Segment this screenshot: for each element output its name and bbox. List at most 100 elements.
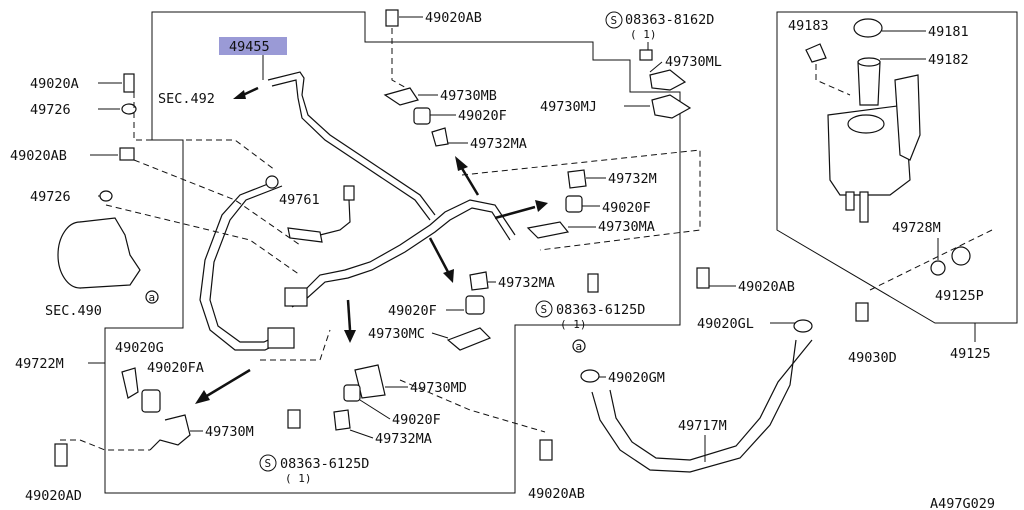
- highlight-box: [219, 37, 287, 55]
- label-49730MB[interactable]: 49730MB: [440, 88, 497, 104]
- label-08363-6125D-b[interactable]: 08363-6125D: [280, 456, 369, 472]
- clip-49732M: [567, 169, 587, 189]
- label-49732M[interactable]: 49732M: [608, 171, 657, 187]
- label-08363-8162D[interactable]: 08363-8162D: [625, 12, 714, 28]
- dash-d: [260, 329, 331, 361]
- label-49722M[interactable]: 49722M: [15, 356, 64, 372]
- label-49020GL[interactable]: 49020GL: [697, 316, 754, 332]
- label-49732MA-a[interactable]: 49732MA: [470, 136, 527, 152]
- qty-8162D: ( 1): [630, 28, 657, 41]
- s-symbol-8162D: [605, 11, 623, 29]
- arrowhead: [535, 200, 548, 212]
- label-49730M[interactable]: 49730M: [205, 424, 254, 440]
- bracket-49730MJ: [651, 94, 692, 119]
- arrowhead: [344, 330, 356, 343]
- clamp-hose-2: [267, 327, 295, 349]
- clamp-49020GL: [793, 319, 813, 333]
- label-49125[interactable]: 49125: [950, 346, 991, 362]
- bracket-49730MC: [446, 327, 492, 351]
- dash-f: [815, 64, 851, 96]
- label-49125P[interactable]: 49125P: [935, 288, 984, 304]
- label-49020F-b[interactable]: 49020F: [602, 200, 651, 216]
- label-49726-a[interactable]: 49726: [30, 102, 71, 118]
- arrowhead: [455, 156, 468, 171]
- reservoir-port-b: [859, 191, 869, 223]
- leader-49732MA-c: [349, 429, 374, 439]
- label-49020F-a[interactable]: 49020F: [458, 108, 507, 124]
- label-49717M[interactable]: 49717M: [678, 418, 727, 434]
- label-49182[interactable]: 49182: [928, 52, 969, 68]
- label-49183[interactable]: 49183: [788, 18, 829, 34]
- label-sec492[interactable]: SEC.492: [158, 91, 215, 107]
- pressure-hose-left-b: [209, 185, 284, 343]
- reservoir-port-a: [845, 191, 855, 211]
- pressure-line-upper-b: [271, 79, 431, 221]
- label-49730MD[interactable]: 49730MD: [410, 380, 467, 396]
- bolt-49020AD: [54, 443, 68, 467]
- cap-49181: [853, 18, 883, 38]
- s-symbol-6125D-a: [535, 300, 553, 318]
- leader-49730ML: [649, 61, 663, 73]
- arrowhead: [233, 90, 246, 99]
- clamp-49020GM: [580, 369, 600, 383]
- s-symbol-6125D-b: [259, 454, 277, 472]
- dash-a: [133, 92, 276, 171]
- return-hose-inner: [609, 339, 813, 461]
- label-sec490[interactable]: SEC.490: [45, 303, 102, 319]
- callout-a-left: a: [149, 291, 156, 304]
- reservoir-frame: [776, 11, 1018, 324]
- pump-body: [79, 217, 141, 289]
- clip-49732MA-c: [333, 409, 351, 431]
- label-49020AD[interactable]: 49020AD: [25, 488, 82, 504]
- qty-6125D-a: ( 1): [560, 318, 587, 331]
- label-49030D[interactable]: 49030D: [848, 350, 897, 366]
- label-49730MA[interactable]: 49730MA: [598, 219, 655, 235]
- return-hose-outer: [591, 339, 797, 473]
- label-49020FA[interactable]: 49020FA: [147, 360, 204, 376]
- leader-49020F-d: [359, 399, 391, 420]
- label-49181[interactable]: 49181: [928, 24, 969, 40]
- qty-6125D-b: ( 1): [285, 472, 312, 485]
- sensor-wire: [319, 199, 351, 236]
- label-49020AB-left[interactable]: 49020AB: [10, 148, 67, 164]
- clip-49732MA-b: [469, 271, 489, 291]
- bolt-49030D: [855, 302, 869, 322]
- label-49020G[interactable]: 49020G: [115, 340, 164, 356]
- label-49020F-c[interactable]: 49020F: [388, 303, 437, 319]
- label-49761[interactable]: 49761: [279, 192, 320, 208]
- label-49020F-d[interactable]: 49020F: [392, 412, 441, 428]
- leader-49730MC: [431, 332, 449, 339]
- callout-a-right: a: [576, 340, 583, 353]
- arrow-down: [346, 299, 352, 331]
- label-49020GM[interactable]: 49020GM: [608, 370, 665, 386]
- label-49020AB-top[interactable]: 49020AB: [425, 10, 482, 26]
- label-49732MA-c[interactable]: 49732MA: [375, 431, 432, 447]
- arrow-down-right: [428, 237, 450, 273]
- arrowhead: [443, 269, 454, 283]
- bolt-49020AB-mid: [696, 267, 710, 289]
- arrow-49730M: [204, 368, 251, 399]
- label-49455[interactable]: 49455: [229, 39, 270, 55]
- label-49732MA-b[interactable]: 49732MA: [498, 275, 555, 291]
- bolt-49020A: [123, 73, 135, 93]
- label-49730MJ[interactable]: 49730MJ: [540, 99, 597, 115]
- reservoir-filler: [847, 114, 885, 134]
- label-49730ML[interactable]: 49730ML: [665, 54, 722, 70]
- pressure-line-mid-b: [291, 207, 511, 308]
- dash-e: [399, 379, 546, 433]
- label-49020AB-mid[interactable]: 49020AB: [738, 279, 795, 295]
- label-49728M[interactable]: 49728M: [892, 220, 941, 236]
- arrowhead: [195, 390, 210, 404]
- figure-code: A497G029: [930, 496, 995, 510]
- label-49730MC[interactable]: 49730MC: [368, 326, 425, 342]
- clip-49732MA-a: [431, 127, 449, 147]
- bracket-49730M: [149, 414, 191, 451]
- label-49020A[interactable]: 49020A: [30, 76, 79, 92]
- label-49020AB-bottom[interactable]: 49020AB: [528, 486, 585, 502]
- arrow-right: [494, 205, 536, 220]
- label-08363-6125D-a[interactable]: 08363-6125D: [556, 302, 645, 318]
- washer-49726-a: [121, 103, 137, 115]
- label-49726-b[interactable]: 49726: [30, 189, 71, 205]
- arrow-sec492: [242, 86, 259, 97]
